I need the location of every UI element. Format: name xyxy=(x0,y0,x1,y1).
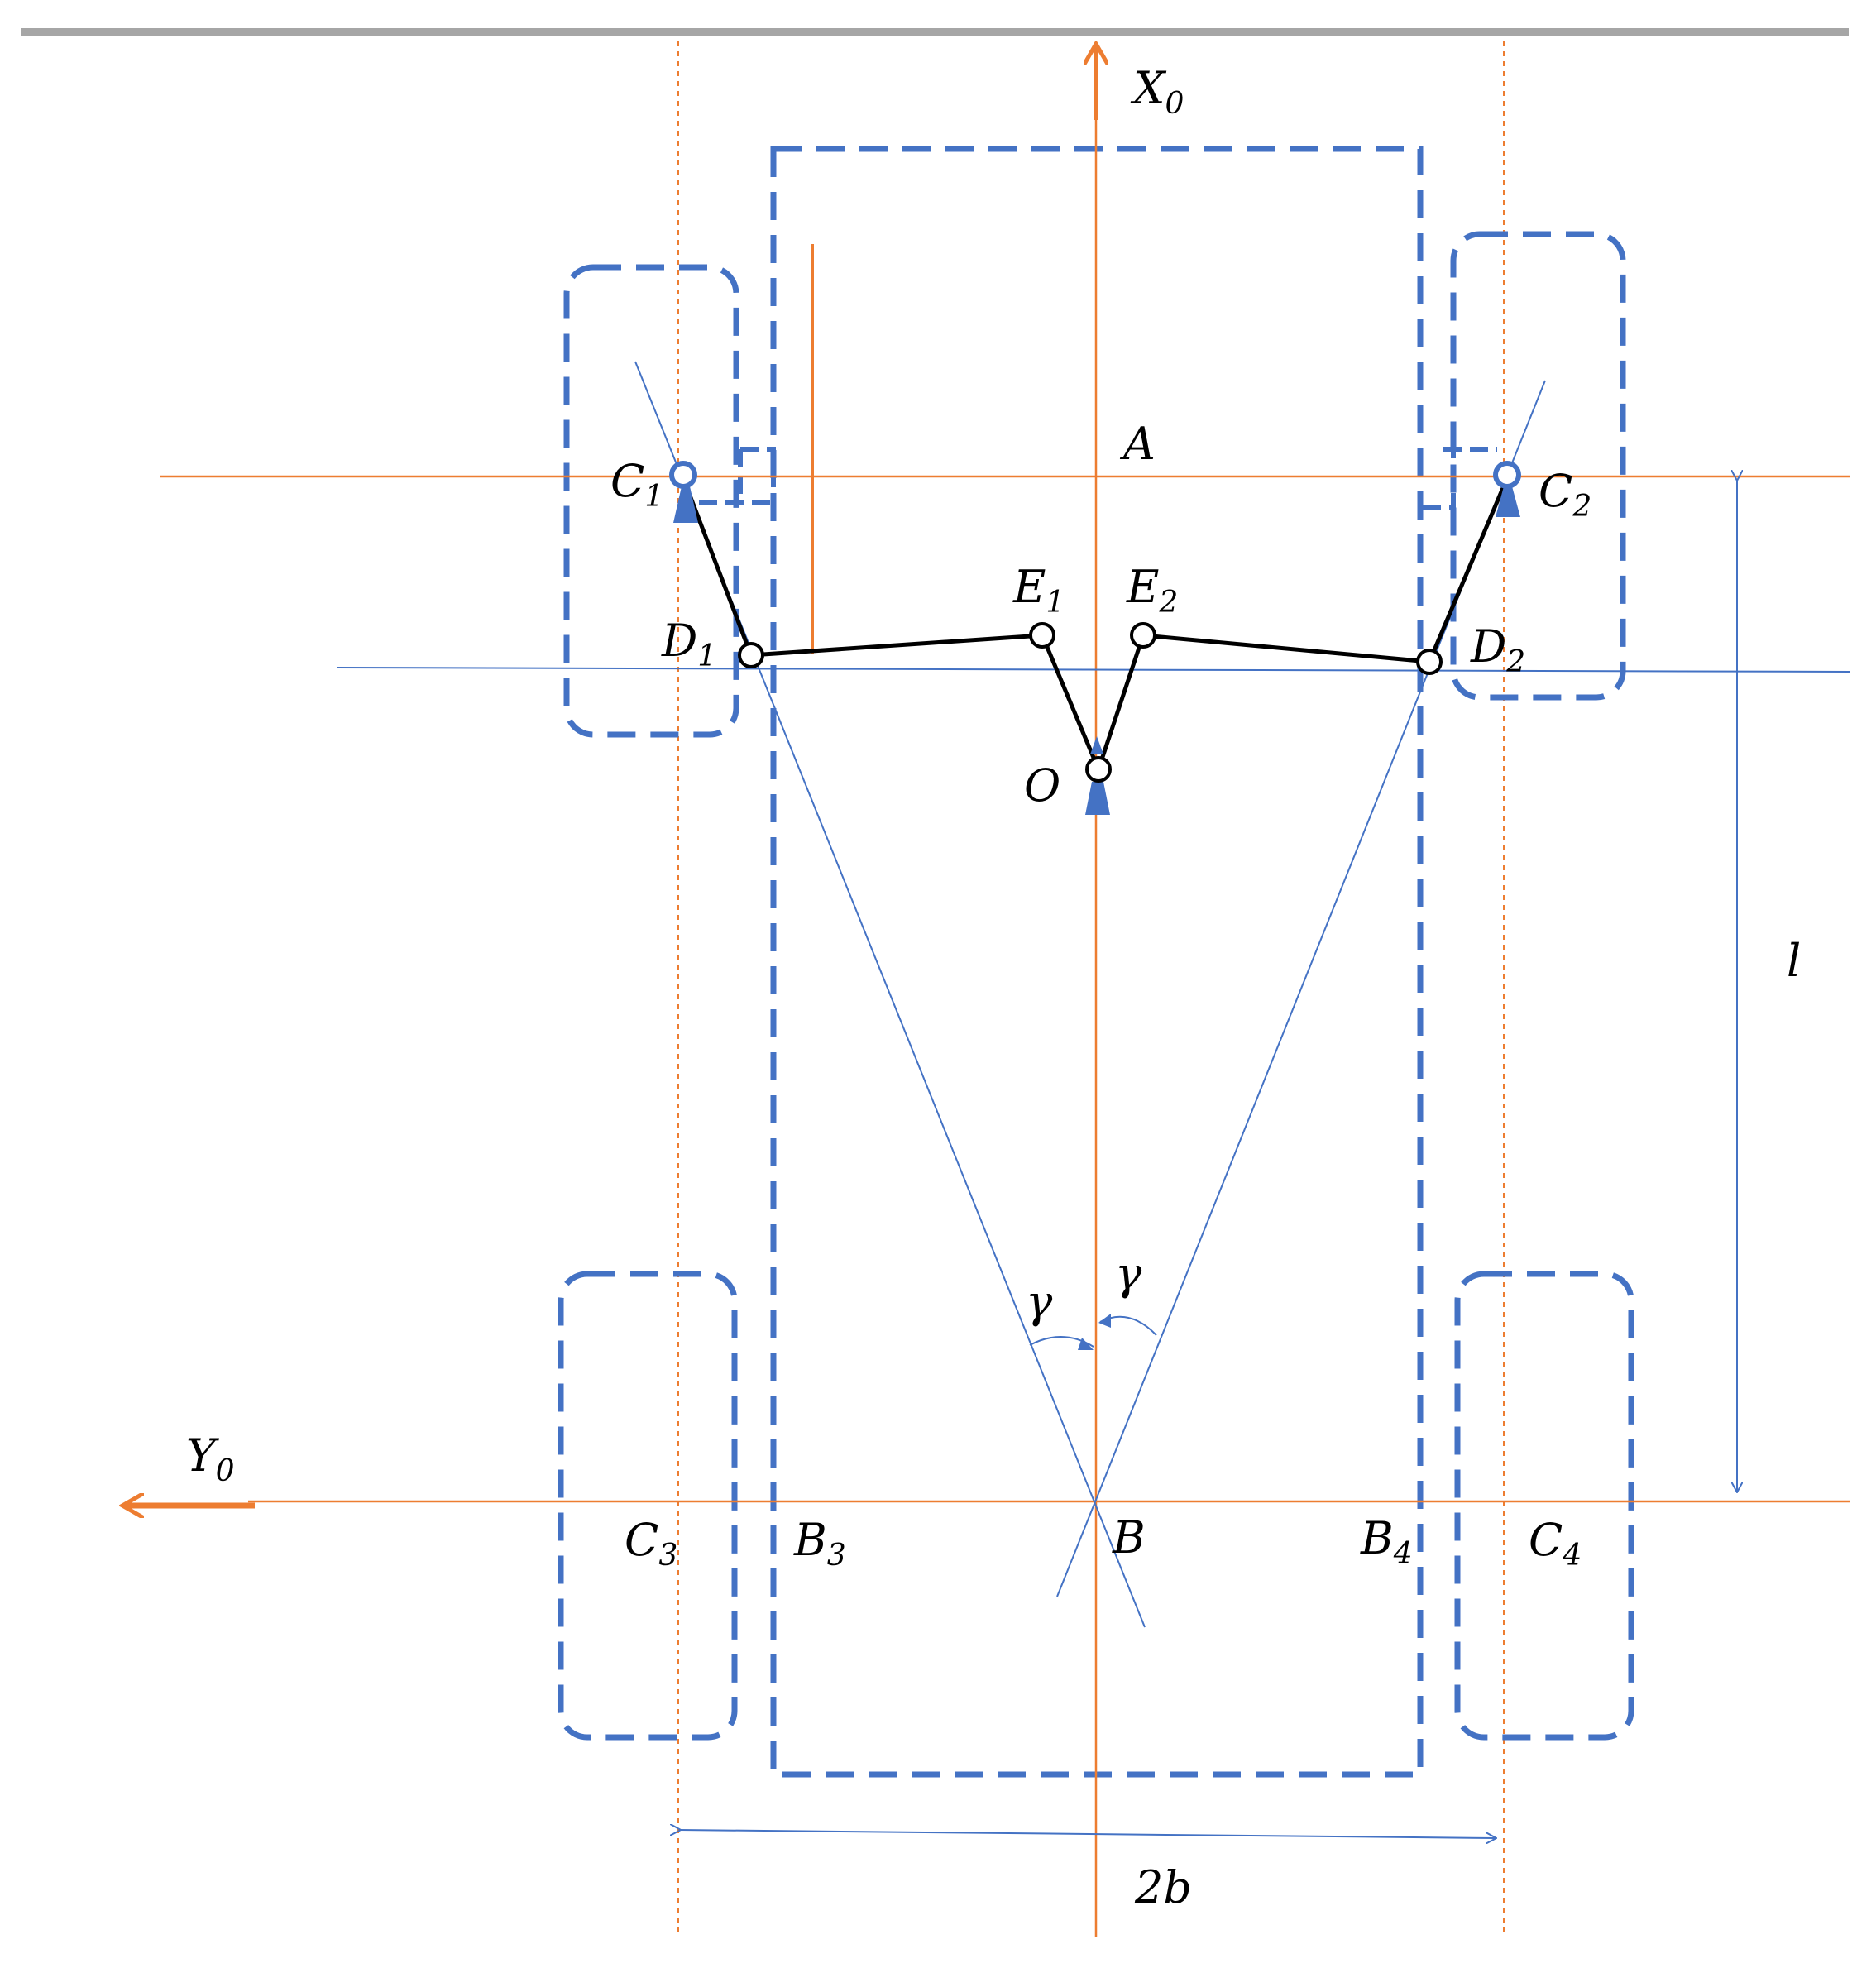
label-c2: C2 xyxy=(1539,465,1591,524)
label-x0: X0 xyxy=(1130,62,1184,121)
right-steering-arm xyxy=(1427,477,1510,663)
joint-d2 xyxy=(1416,649,1443,675)
steering-arm-line xyxy=(336,667,1850,673)
label-e2: E2 xyxy=(1126,561,1178,620)
label-b: B xyxy=(1112,1511,1146,1563)
pivot-o xyxy=(1085,736,1112,815)
joint-d1 xyxy=(738,642,764,668)
kingpin-c1 xyxy=(669,461,698,523)
header-rule xyxy=(21,28,1849,36)
label-y0: Y0 xyxy=(186,1429,235,1488)
label-d1: D1 xyxy=(661,615,716,673)
label-gamma-right: γ xyxy=(1115,1247,1142,1300)
wheel-rear-left xyxy=(558,1271,738,1741)
wheel-rear-right xyxy=(1454,1271,1634,1741)
angle-arrowhead-left xyxy=(1078,1338,1094,1350)
label-b4: B4 xyxy=(1360,1512,1413,1571)
track-dimension xyxy=(680,1830,1496,1838)
wheel-front-right xyxy=(1450,231,1626,701)
label-e1: E1 xyxy=(1012,561,1065,620)
label-wheelbase-l: l xyxy=(1787,935,1801,987)
right-tie-rod xyxy=(1142,633,1430,664)
angle-arc-left xyxy=(1029,1336,1094,1348)
kingpin-c2 xyxy=(1493,461,1521,517)
left-tie-rod xyxy=(750,633,1043,658)
label-c1: C1 xyxy=(610,455,663,514)
label-c3: C3 xyxy=(625,1514,677,1573)
label-o: O xyxy=(1024,759,1060,812)
joint-e2 xyxy=(1130,622,1156,649)
angle-arrowhead-right xyxy=(1098,1314,1111,1328)
label-c4: C4 xyxy=(1529,1514,1582,1573)
label-a: A xyxy=(1119,418,1156,470)
joint-e1 xyxy=(1029,622,1055,649)
label-b3: B3 xyxy=(793,1514,846,1573)
label-track-2b: 2b xyxy=(1134,1861,1192,1913)
bracket-right xyxy=(1423,447,1497,510)
label-d2: D2 xyxy=(1470,620,1525,679)
label-gamma-left: γ xyxy=(1026,1276,1053,1328)
